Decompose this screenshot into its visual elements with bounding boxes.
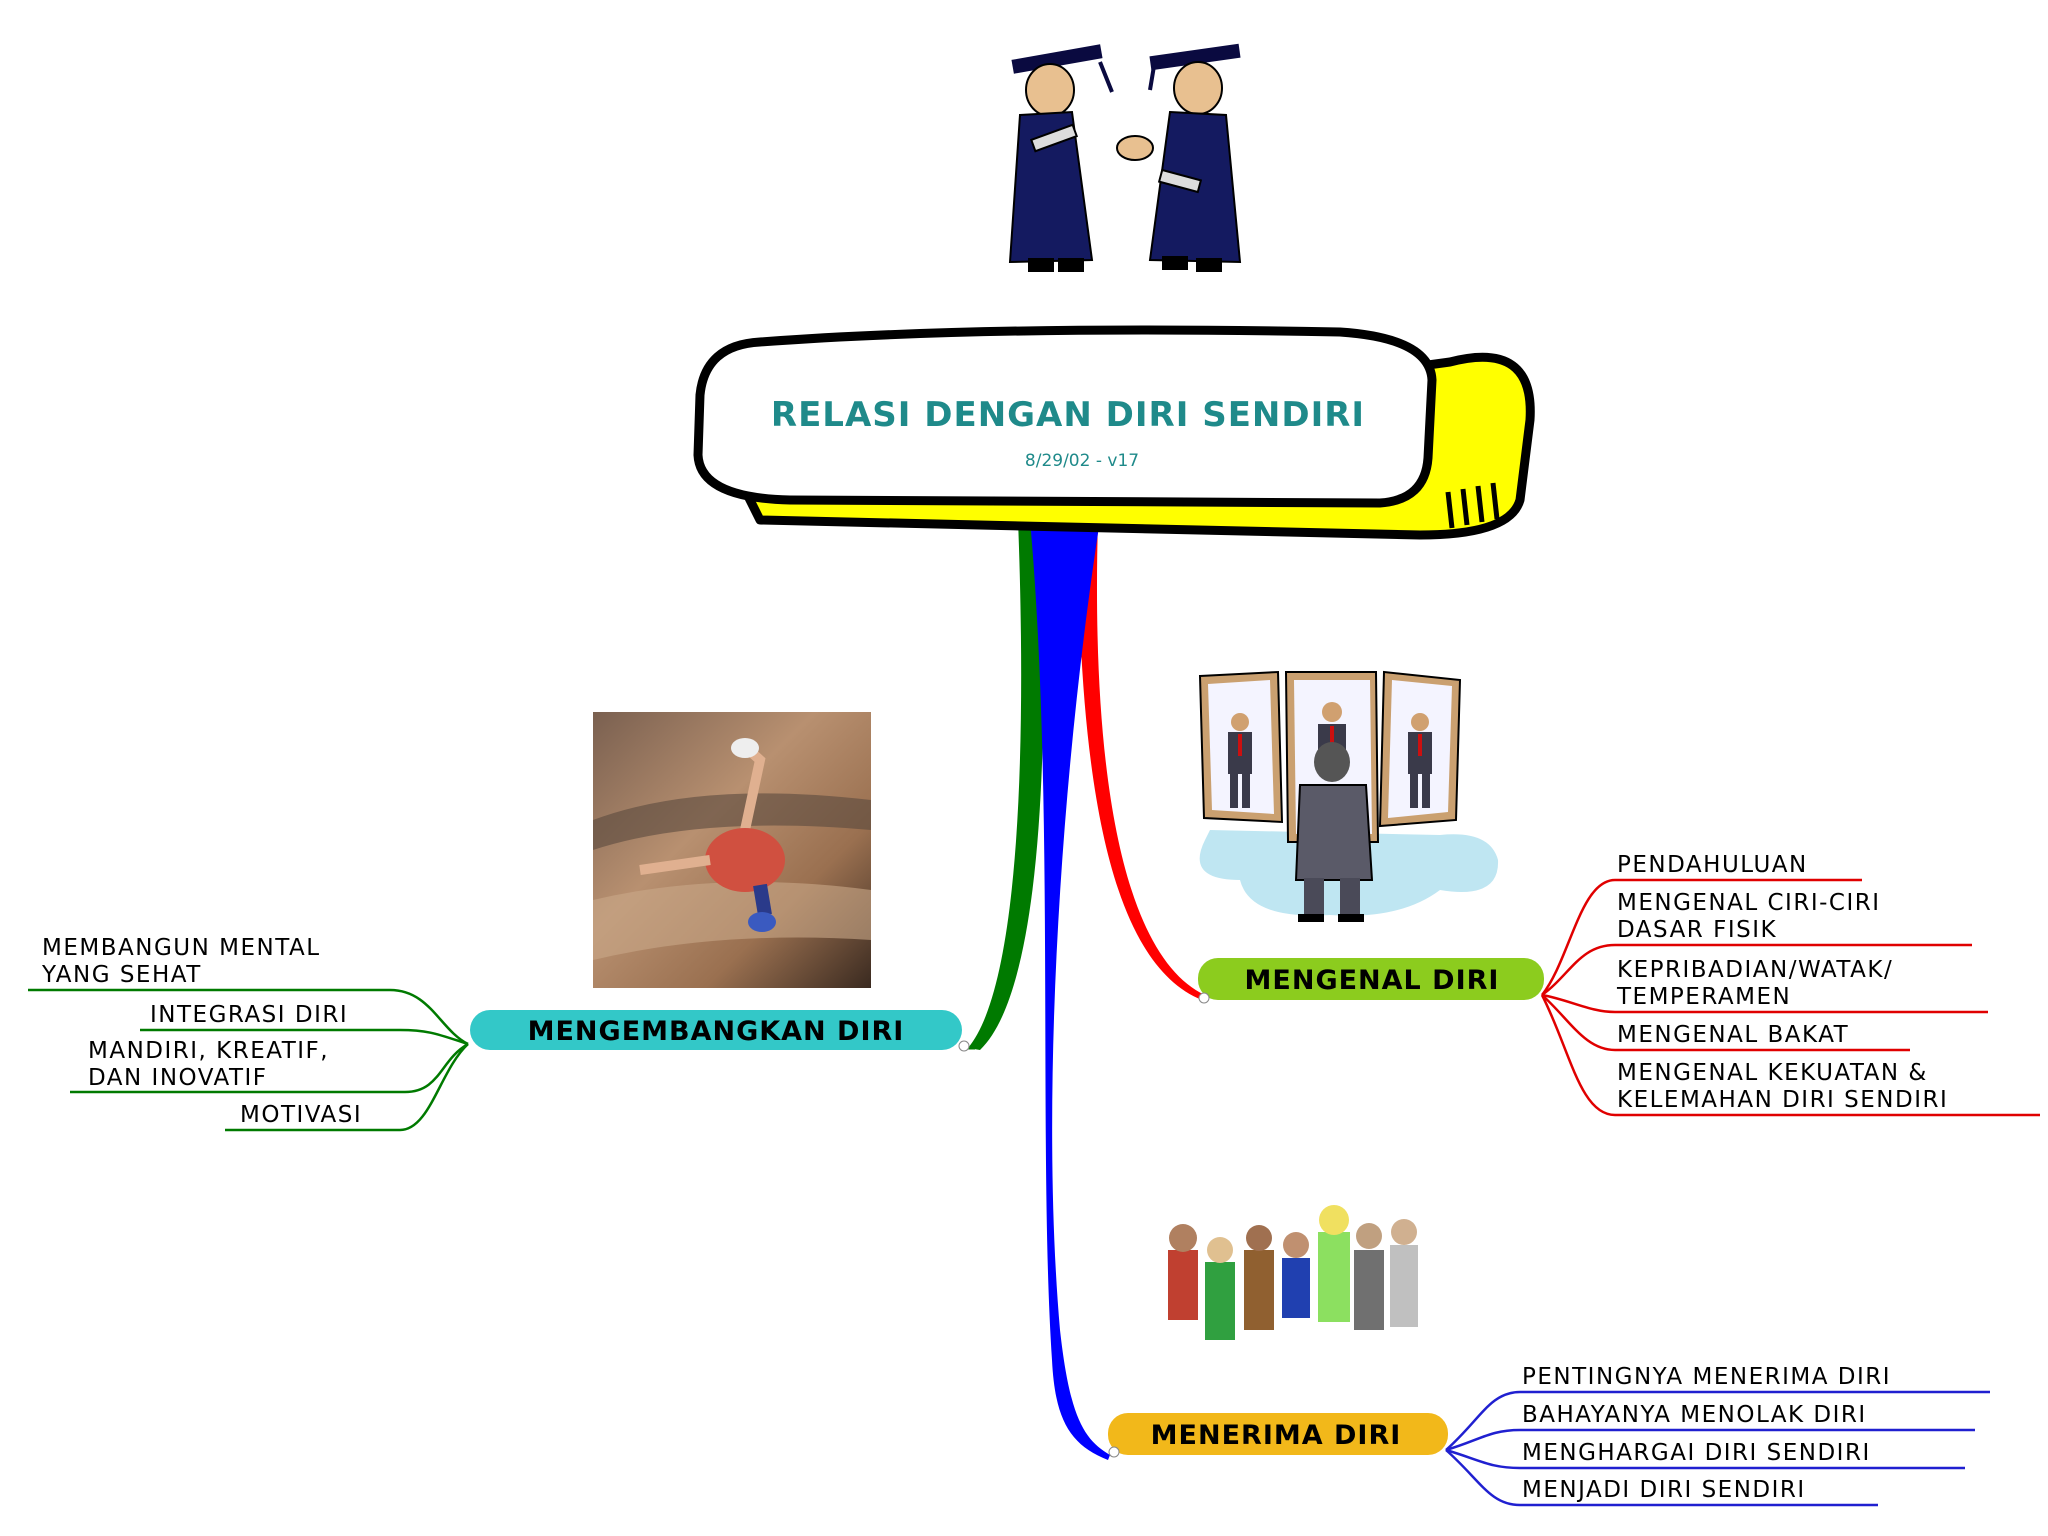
- mengembangkan-sub-lines: [28, 988, 469, 1132]
- rock-climber-photo: [593, 712, 871, 988]
- branch-menerima-diri[interactable]: MENERIMA DIRI PENTINGNYA MENERIMA DIRI B…: [1108, 1364, 1990, 1507]
- mengenal-item-1: PENDAHULUAN: [1617, 852, 1808, 878]
- mengembangkan-item-4: MOTIVASI: [240, 1102, 362, 1128]
- mengenal-label: MENGENAL DIRI: [1245, 965, 1500, 996]
- menerima-item-1: PENTINGNYA MENERIMA DIRI: [1522, 1364, 1891, 1390]
- mengembangkan-item-1a: MEMBANGUN MENTAL: [42, 935, 321, 961]
- mengenal-node: [1198, 958, 1544, 1000]
- menerima-sub-lines: [1445, 1390, 1990, 1507]
- mengenal-item-2b: DASAR FISIK: [1617, 917, 1777, 943]
- mengembangkan-item-1b: YANG SEHAT: [41, 962, 202, 988]
- menerima-label: MENERIMA DIRI: [1151, 1420, 1402, 1451]
- menerima-item-3: MENGHARGAI DIRI SENDIRI: [1522, 1440, 1871, 1466]
- diverse-people-group-icon: [1168, 1205, 1418, 1340]
- central-topic-box: [693, 325, 1437, 508]
- central-topic[interactable]: RELASI DENGAN DIRI SENDIRI 8/29/02 - v17: [693, 325, 1535, 540]
- shadow-stripes: [1445, 482, 1500, 529]
- mengembangkan-item-3a: MANDIRI, KREATIF,: [88, 1038, 329, 1064]
- mengenal-item-2a: MENGENAL CIRI-CIRI: [1617, 890, 1881, 916]
- mengembangkan-item-2: INTEGRASI DIRI: [150, 1002, 348, 1028]
- mengenal-item-5a: MENGENAL KEKUATAN &: [1617, 1060, 1928, 1086]
- mengenal-item-3a: KEPRIBADIAN/WATAK/: [1617, 957, 1893, 983]
- central-subtitle: 8/29/02 - v17: [1025, 451, 1139, 471]
- trunk-red: [1078, 520, 1205, 1000]
- mengembangkan-item-3b: DAN INOVATIF: [88, 1065, 268, 1091]
- mengenal-item-5b: KELEMAHAN DIRI SENDIRI: [1617, 1087, 1948, 1113]
- menerima-item-4: MENJADI DIRI SENDIRI: [1522, 1477, 1806, 1503]
- mengembangkan-node: [470, 1010, 962, 1050]
- mengenal-item-3b: TEMPERAMEN: [1616, 984, 1791, 1010]
- graduates-handshake-icon: [1008, 43, 1242, 272]
- mirrors-reflection-icon: [1198, 670, 1499, 922]
- mengembangkan-label: MENGEMBANGKAN DIRI: [528, 1016, 905, 1047]
- mengenal-sub-lines: [1540, 878, 2040, 1117]
- branch-mengenal-diri[interactable]: MENGENAL DIRI PENDAHULUAN MENGENAL CIRI-…: [1198, 852, 2040, 1117]
- menerima-item-2: BAHAYANYA MENOLAK DIRI: [1522, 1402, 1867, 1428]
- trunk-blue: [1030, 520, 1110, 1460]
- trunk-green: [968, 520, 1044, 1050]
- menerima-node: [1108, 1413, 1448, 1455]
- central-title: RELASI DENGAN DIRI SENDIRI: [771, 395, 1365, 435]
- mengenal-item-4: MENGENAL BAKAT: [1617, 1022, 1849, 1048]
- branch-mengembangkan-diri[interactable]: MENGEMBANGKAN DIRI MEMBANGUN MENTAL YANG…: [28, 935, 975, 1132]
